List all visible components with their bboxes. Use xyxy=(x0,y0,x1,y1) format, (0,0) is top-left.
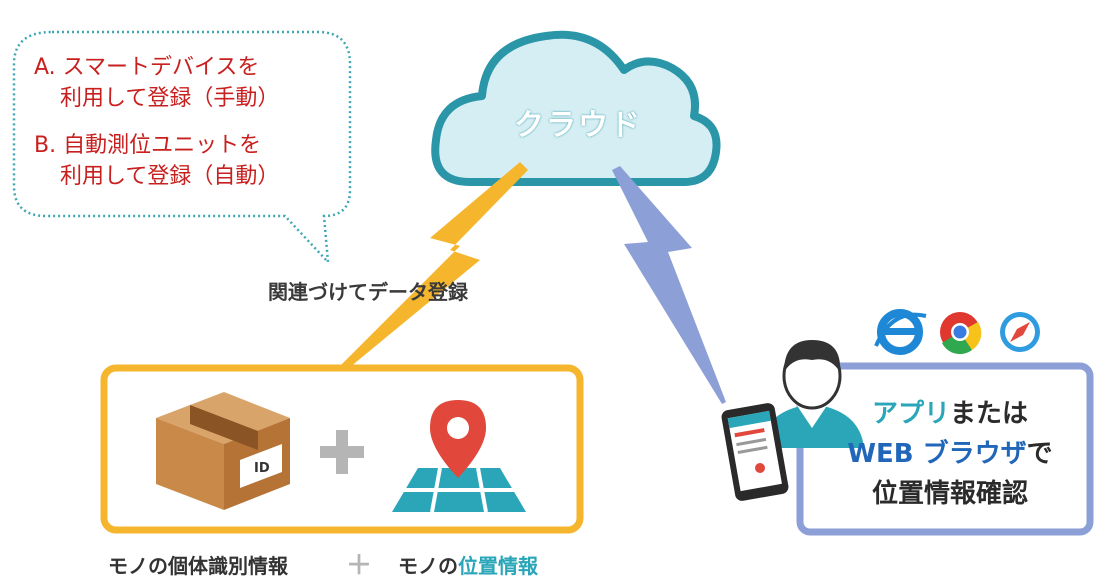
lightning-download xyxy=(612,166,726,404)
viewer-frame xyxy=(796,362,1094,536)
viewer-line2: WEB ブラウザで xyxy=(830,434,1070,474)
smartphone-icon xyxy=(721,403,789,501)
bubble-text-group: A. スマートデバイスを 利用して登録（手動） B. 自動測位ユニットを 利用し… xyxy=(34,52,279,192)
link-label: 関連づけてデータ登録 xyxy=(268,280,468,304)
option-b-line1: B. 自動測位ユニットを xyxy=(34,133,262,158)
user-avatar-icon xyxy=(760,340,864,448)
map-pin-icon xyxy=(392,400,526,513)
safari-icon xyxy=(1000,312,1040,352)
caption-location-prefix: モノの xyxy=(398,554,458,578)
plus-icon xyxy=(320,430,364,474)
cloud-label: クラウド xyxy=(514,108,642,143)
viewer-text: アプリまたは WEB ブラウザで 位置情報確認 xyxy=(830,394,1070,514)
caption-location: モノの位置情報 xyxy=(398,550,538,579)
viewer-line3: 位置情報確認 xyxy=(871,479,1028,509)
caption-object-id: モノの個体識別情報 xyxy=(108,554,288,578)
box-id-tag: ID xyxy=(254,461,270,476)
cloud-shape xyxy=(431,30,721,186)
caption-location-highlight: 位置情報 xyxy=(458,554,538,578)
viewer-or-text: または xyxy=(950,399,1029,429)
viewer-web-text: WEB ブラウザ xyxy=(847,439,1027,469)
viewer-line1: アプリまたは xyxy=(830,394,1070,434)
lightning-upload xyxy=(336,162,528,372)
viewer-app-text: アプリ xyxy=(871,399,950,429)
option-a-line1: A. スマートデバイスを xyxy=(34,55,260,80)
option-b-line2: 利用して登録（自動） xyxy=(60,164,280,189)
speech-bubble xyxy=(12,30,352,266)
ie-icon xyxy=(874,309,927,355)
option-a-line2: 利用して登録（手動） xyxy=(60,86,280,111)
box-icon xyxy=(156,392,290,510)
caption-plus: ＋ xyxy=(346,551,373,581)
chrome-icon xyxy=(940,312,982,355)
viewer-de-text: で xyxy=(1026,439,1053,469)
